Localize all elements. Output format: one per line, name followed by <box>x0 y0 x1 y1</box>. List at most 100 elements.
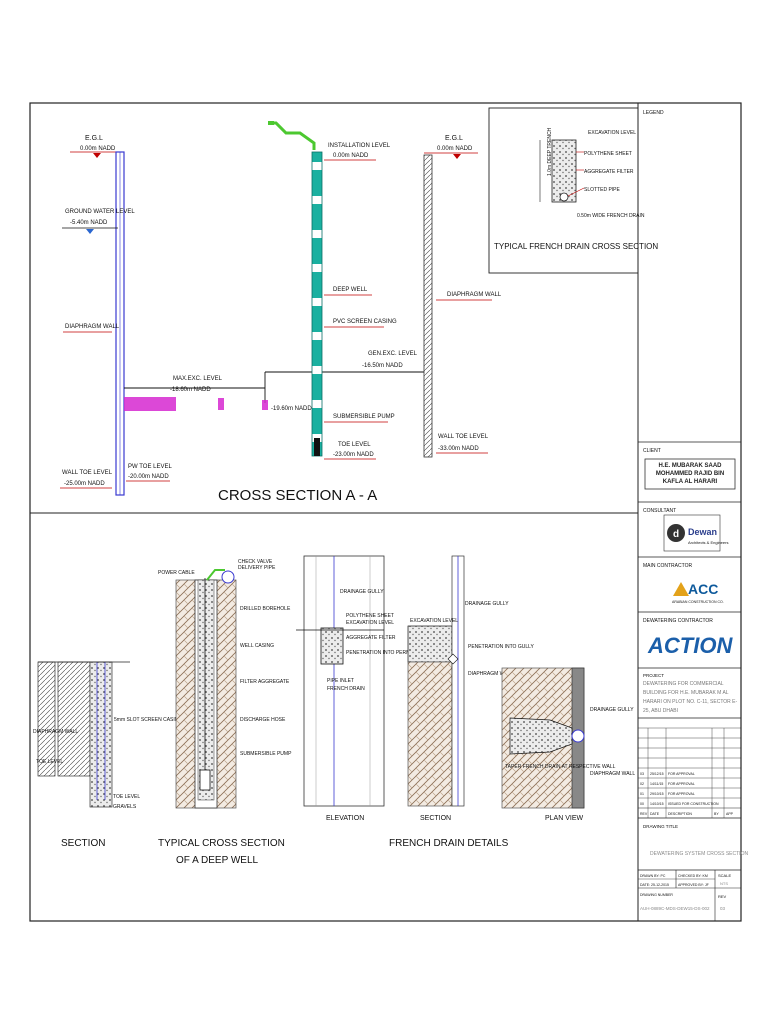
section-view-title: SECTION <box>420 815 451 822</box>
date-field: DATE: 25-12-2015 <box>640 883 669 887</box>
drawing-no: AUH-0889C-MDS-DEW15-DS-002 <box>640 906 710 911</box>
wall-toe-left-value: -25.00m NADD <box>64 481 105 487</box>
check-valve-label: CHECK VALVE <box>238 559 273 565</box>
wall-toe-left-label: WALL TOE LEVEL <box>62 470 113 476</box>
sec-excavation-label: EXCAVATION LEVEL <box>410 618 458 624</box>
drain-aggregate <box>551 139 577 203</box>
section-toe-label: TOE LEVEL <box>36 759 63 765</box>
acc-name: ACC <box>688 581 718 597</box>
acc-sub: ARABIAN CONSTRUCTION CO. <box>672 600 724 604</box>
wall-toe-right-value: -33.00m NADD <box>438 446 479 452</box>
revision-rev: 02 <box>640 782 644 786</box>
sheet-border <box>29 102 742 922</box>
right-diaphragm-wall <box>423 154 433 458</box>
section-diaphragm-label: DIAPHRAGM WALL <box>33 729 78 735</box>
by-header: BY <box>714 812 719 816</box>
pw-toe-value: -20.00m NADD <box>128 474 169 480</box>
rev-value: 03 <box>720 906 726 911</box>
rev-header: REV <box>640 812 648 816</box>
elevation-title: ELEVATION <box>326 815 364 822</box>
elev-french-drain-label: FRENCH DRAIN <box>327 686 365 692</box>
detail-french-drain: DRAINAGE GULLY POLYTHENE SHEET EXCAVATIO… <box>296 555 635 849</box>
pvc-screen-label: PVC SCREEN CASING <box>333 319 397 325</box>
level-marker-icon <box>93 153 101 158</box>
drilled-borehole-label: DRILLED BOREHOLE <box>240 606 291 612</box>
french-drain-title: FRENCH DRAIN DETAILS <box>389 838 509 849</box>
revision-desc: FOR APPROVAL <box>668 772 695 776</box>
max-exc-value: -18.60m NADD <box>170 387 211 393</box>
title-block: LEGEND CLIENT H.E. MUBARAK SAAD MOHAMMED… <box>638 110 748 921</box>
revision-desc: ISSUED FOR CONSTRUCTION <box>668 802 719 806</box>
project-text: DEWATERING FOR COMMERCIAL BUILDING FOR H… <box>643 681 738 714</box>
deep-well-label: DEEP WELL <box>333 287 368 293</box>
sec-gully-label: DRAINAGE GULLY <box>465 601 509 607</box>
elev-gully-label: DRAINAGE GULLY <box>340 589 384 595</box>
section-title: SECTION <box>61 838 105 849</box>
diaphragm-wall-right-label: DIAPHRAGM WALL <box>447 292 502 298</box>
elev-excavation-label: EXCAVATION LEVEL <box>346 620 394 626</box>
revision-desc: FOR APPROVAL <box>668 782 695 786</box>
approved-by: APPROVED BY: JF <box>678 883 709 887</box>
action-logo: ACTION <box>647 633 733 658</box>
section-well-note: 5mm SLOT SCREEN CASING <box>114 717 182 723</box>
revision-desc: FOR APPROVAL <box>668 792 695 796</box>
revision-date: 25/12/15 <box>650 772 664 776</box>
drawn-by: DRAWN BY: PC <box>640 874 666 878</box>
section-bottom-level: TOE LEVEL <box>113 794 140 800</box>
dewan-sub: Architects & Engineers <box>688 540 728 545</box>
section-gravel-label: GRAVELS <box>113 804 137 810</box>
plan-taper-note: TAPER FRENCH DRAIN AT RESPECTIVE WALL <box>505 764 616 770</box>
cross-section-title: CROSS SECTION A - A <box>218 487 377 504</box>
main-contractor-header: MAIN CONTRACTOR <box>643 563 692 569</box>
tfd-aggregate-label: AGGREGATE FILTER <box>584 169 634 175</box>
toe-level-label: TOE LEVEL <box>338 442 371 448</box>
tfd-slotted-label: SLOTTED PIPE <box>584 187 621 193</box>
deep-well <box>311 151 323 457</box>
diaphragm-wall-left-label: DIAPHRAGM WALL <box>65 324 120 330</box>
submersible-pump-label-2: SUBMERSIBLE PUMP <box>240 751 292 757</box>
delivery-pipe <box>270 121 316 150</box>
checked-by: CHECKED BY: KM <box>678 874 708 878</box>
water-level-icon <box>86 229 94 234</box>
deep-well-title-1: TYPICAL CROSS SECTION <box>158 838 285 849</box>
elev-aggregate-label: AGGREGATE FILTER <box>346 635 396 641</box>
slotted-pipe-icon <box>559 192 569 202</box>
revision-rev: 03 <box>640 772 644 776</box>
submersible-pump-body <box>314 438 320 456</box>
excavation-strip <box>124 397 176 411</box>
pw-toe-label: PW TOE LEVEL <box>128 464 172 470</box>
wall-toe-right-label: WALL TOE LEVEL <box>438 434 489 440</box>
level-marker-icon <box>453 154 461 159</box>
plan-view-title: PLAN VIEW <box>545 815 584 822</box>
right-egl-value: 0.00m NADD <box>437 146 473 152</box>
discharge-hose-label: DISCHARGE HOSE <box>240 717 286 723</box>
tfd-title: TYPICAL FRENCH DRAIN CROSS SECTION <box>494 242 658 251</box>
revision-date: 29/10/15 <box>650 792 664 796</box>
side-level-value: -19.60m NADD <box>271 406 312 412</box>
right-egl-label: E.G.L <box>445 135 463 142</box>
drawing-title-header: DRAWING TITLE <box>643 824 678 829</box>
dewan-logo <box>663 514 721 552</box>
gen-exc-value: -16.50m NADD <box>362 363 403 369</box>
plan-drain <box>509 717 573 755</box>
elev-polythene-label: POLYTHENE SHEET <box>346 613 394 619</box>
detail-deep-well: POWER CABLE CHECK VALVE DELIVERY PIPE DR… <box>158 559 292 866</box>
acc-logo-icon <box>673 582 689 596</box>
elev-pipe-inlet-label: PIPE INLET <box>327 678 354 684</box>
detail-section: DIAPHRAGM WALL TOE LEVEL 5mm SLOT SCREEN… <box>33 661 182 849</box>
depth-note: 1.0m DEEP TRENCH <box>547 127 553 176</box>
revision-rev: 01 <box>640 792 644 796</box>
left-egl-label: E.G.L <box>85 135 103 142</box>
dewan-name: Dewan <box>688 527 717 537</box>
scale-value: NTS <box>720 881 728 886</box>
tfd-polythene-label: POLYTHENE SHEET <box>584 151 632 157</box>
toe-level-value: -23.00m NADD <box>333 452 374 458</box>
rev-label: REV <box>718 894 727 899</box>
app-header: APP <box>726 812 734 816</box>
elevation-panel <box>303 555 385 807</box>
ground-water-label: GROUND WATER LEVEL <box>65 209 135 215</box>
dewatering-contractor-header: DEWATERING CONTRACTOR <box>643 618 713 624</box>
deep-well-pump <box>199 769 211 791</box>
cross-section-aa: E.G.L 0.00m NADD GROUND WATER LEVEL -5.4… <box>60 121 502 504</box>
